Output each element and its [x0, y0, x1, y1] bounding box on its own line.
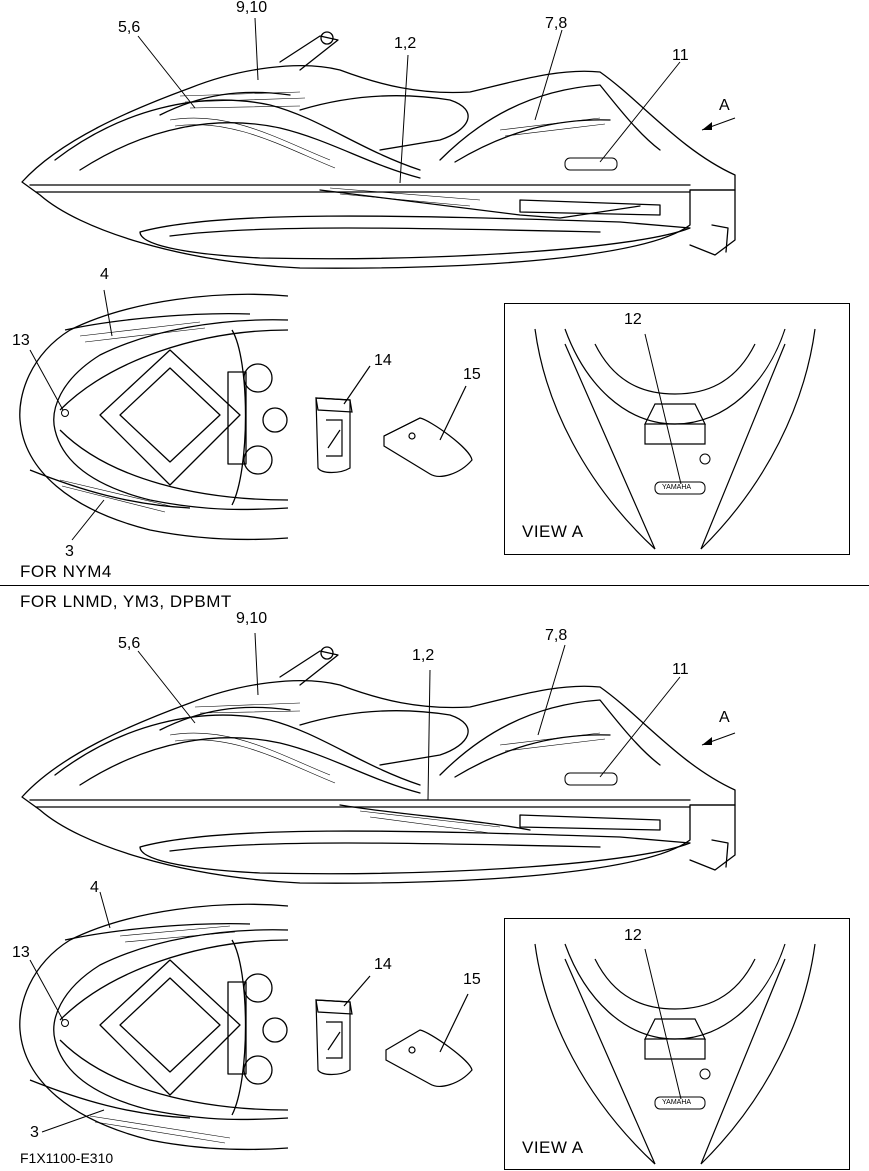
- label-15-b: 15: [463, 971, 481, 988]
- view-a-label-b: VIEW A: [522, 1138, 584, 1157]
- label-3: 3: [65, 543, 74, 560]
- label-9-10: 9,10: [236, 0, 268, 16]
- view-a-badge-text-2: YAMAHA: [662, 1099, 692, 1106]
- watercraft-side-view-nym4: [19, 17, 736, 541]
- label-arrow-a-b: A: [719, 709, 730, 726]
- label-7-8: 7,8: [545, 15, 568, 32]
- label-13-b: 13: [12, 944, 30, 961]
- label-12-b: 12: [624, 927, 642, 944]
- label-5-6-b: 5,6: [118, 635, 141, 652]
- label-14-b: 14: [374, 956, 392, 973]
- label-11-b: 11: [672, 661, 689, 678]
- label-3-b: 3: [30, 1124, 39, 1141]
- view-a-badge-text: YAMAHA: [662, 484, 692, 491]
- view-a-drawing-2: [534, 943, 816, 1165]
- section-caption-nym4: FOR NYM4: [20, 562, 112, 581]
- view-a-box-2: YAMAHA: [504, 918, 850, 1170]
- label-4: 4: [100, 266, 109, 283]
- view-a-label: VIEW A: [522, 522, 584, 541]
- label-14: 14: [374, 352, 392, 369]
- label-4-b: 4: [90, 879, 99, 896]
- label-arrow-a: A: [719, 97, 730, 114]
- label-12: 12: [624, 311, 642, 328]
- label-5-6: 5,6: [118, 19, 141, 36]
- view-a-box: YAMAHA: [504, 303, 850, 555]
- view-a-drawing: [534, 328, 816, 550]
- label-13: 13: [12, 332, 30, 349]
- section-divider: [0, 585, 869, 586]
- section-caption-lnmd: FOR LNMD, YM3, DPBMT: [20, 592, 232, 611]
- label-11: 11: [672, 47, 689, 64]
- label-7-8-b: 7,8: [545, 627, 568, 644]
- label-15: 15: [463, 366, 481, 383]
- figure-code: F1X1100-E310: [20, 1150, 114, 1166]
- label-9-10-b: 9,10: [236, 610, 268, 627]
- label-1-2: 1,2: [394, 35, 417, 52]
- label-1-2-b: 1,2: [412, 647, 435, 664]
